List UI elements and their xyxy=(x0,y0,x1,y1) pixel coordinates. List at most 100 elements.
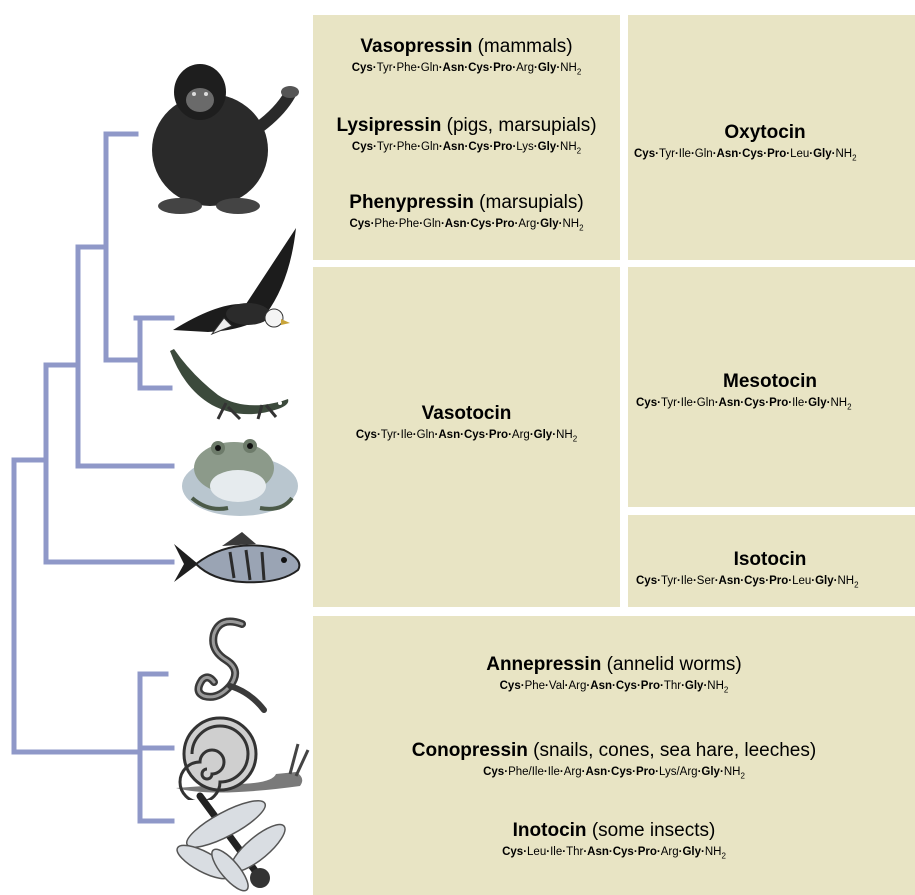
isotocin-panel: Isotocin Cys·Tyr·Ile·Ser·Asn·Cys·Pro·Leu… xyxy=(628,515,915,607)
amino-acid-residue: Tyr xyxy=(660,575,677,587)
peptide-bond-dot: · xyxy=(562,846,567,858)
amino-acid-residue: Pro xyxy=(493,141,513,153)
peptide-bond-dot: · xyxy=(460,429,464,441)
peptide-bond-dot: · xyxy=(489,141,494,153)
peptide-bond-dot: · xyxy=(765,575,770,587)
amino-acid-residue: NH xyxy=(830,397,848,409)
hormone-taxa: (annelid worms) xyxy=(606,654,742,675)
amino-acid-residue: Cys xyxy=(744,575,766,587)
peptide-bond-dot: · xyxy=(533,62,538,74)
peptide-bond-dot: · xyxy=(765,397,770,409)
amino-acid-residue: Asn xyxy=(585,766,608,778)
amino-acid-residue: Cys xyxy=(615,680,637,692)
amino-acid-residue: Gly xyxy=(813,148,832,160)
amide-subscript: 2 xyxy=(740,771,745,781)
amide-subscript: 2 xyxy=(721,851,726,861)
peptide-bond-dot: · xyxy=(440,218,445,230)
amino-acid-residue: Lys/Arg xyxy=(659,766,698,778)
gorilla-icon xyxy=(152,64,299,214)
tree-root xyxy=(11,457,143,755)
amino-acid-residue: Pro xyxy=(769,397,789,409)
peptide-bond-dot: · xyxy=(583,846,588,858)
peptide-bond-dot: · xyxy=(692,397,697,409)
peptide-bond-dot: · xyxy=(464,141,469,153)
amino-acid-residue: Thr xyxy=(663,680,682,692)
worm-icon xyxy=(194,617,267,713)
peptide-bond-dot: · xyxy=(556,141,561,153)
amino-acid-residue: Cys xyxy=(744,397,766,409)
amino-acid-residue: NH xyxy=(835,148,853,160)
amino-acid-residue: Pro xyxy=(767,148,787,160)
amino-acid-residue: Cys xyxy=(634,148,656,160)
amino-acid-residue: Cys xyxy=(351,62,373,74)
hormone-name: Mesotocin xyxy=(723,371,817,392)
amino-acid-residue: Arg xyxy=(563,766,582,778)
peptide-bond-dot: · xyxy=(826,397,831,409)
amino-acid-residue: Tyr xyxy=(658,148,675,160)
peptide-bond-dot: · xyxy=(655,148,659,160)
peptide-bond-dot: · xyxy=(608,846,613,858)
amino-acid-residue: Gly xyxy=(537,141,557,153)
peptide-bond-dot: · xyxy=(804,397,809,409)
hormone-taxa: (mammals) xyxy=(477,36,573,57)
inotocin-entry: Inotocin (some insects) Cys·Leu·Ile·Thr·… xyxy=(313,820,915,864)
amino-acid-residue: Ile xyxy=(680,575,693,587)
peptide-bond-dot: · xyxy=(831,148,836,160)
peptide-bond-dot: · xyxy=(809,148,814,160)
hormone-taxa: (pigs, marsupials) xyxy=(446,115,597,136)
oxytocin-entry: Oxytocin Cys·Tyr·Ile·Gln·Asn·Cys·Pro·Leu… xyxy=(628,122,915,166)
amino-acid-residue: NH xyxy=(837,575,855,587)
peptide-bond-dot: · xyxy=(556,62,561,74)
peptide-bond-dot: · xyxy=(703,680,708,692)
invertebrate-panel: Annepressin (annelid worms) Cys·Phe·Val·… xyxy=(313,616,915,895)
peptide-bond-dot: · xyxy=(633,846,638,858)
amino-acid-residue: Asn xyxy=(718,397,741,409)
peptide-bond-dot: · xyxy=(581,766,586,778)
amino-acid-residue: Gly xyxy=(540,218,559,230)
peptide-bond-dot: · xyxy=(491,218,496,230)
peptide-bond-dot: · xyxy=(392,141,397,153)
peptide-bond-dot: · xyxy=(657,575,661,587)
amino-acid-residue: Gln xyxy=(423,218,441,230)
peptide-bond-dot: · xyxy=(558,218,563,230)
amino-acid-residue: NH xyxy=(560,141,577,153)
peptide-sequence: Cys·Tyr·Ile·Ser·Asn·Cys·Pro·Leu·Gly·NH2 xyxy=(628,573,915,593)
amino-acid-residue: Gly xyxy=(701,766,720,778)
hormone-name: Phenypressin xyxy=(349,192,474,213)
amino-acid-residue: Pro xyxy=(488,429,509,441)
peptide-bond-dot: · xyxy=(607,766,612,778)
peptide-bond-dot: · xyxy=(788,397,793,409)
peptide-bond-dot: · xyxy=(545,680,549,692)
amino-acid-residue: Cys xyxy=(468,141,490,153)
tree-branch-invertebrates xyxy=(137,671,175,824)
amide-subscript: 2 xyxy=(576,67,582,77)
hormone-name: Vasotocin xyxy=(421,403,512,424)
amino-acid-residue: Gly xyxy=(537,62,557,74)
amide-subscript: 2 xyxy=(579,223,584,233)
amino-acid-residue: Asn xyxy=(442,62,465,74)
amino-acid-residue: Leu xyxy=(792,575,812,587)
peptide-bond-dot: · xyxy=(546,846,551,858)
snail-icon xyxy=(176,716,310,800)
peptide-bond-dot: · xyxy=(543,766,548,778)
peptide-bond-dot: · xyxy=(586,680,591,692)
amino-acid-residue: Gln xyxy=(421,141,439,153)
isotocin-entry: Isotocin Cys·Tyr·Ile·Ser·Asn·Cys·Pro·Leu… xyxy=(628,549,915,593)
peptide-sequence: Cys·Tyr·Phe·Gln·Asn·Cys·Pro·Lys·Gly·NH2 xyxy=(313,139,620,159)
amino-acid-residue: Phe/Ile xyxy=(508,766,544,778)
hormone-name: Oxytocin xyxy=(724,122,806,143)
peptide-bond-dot: · xyxy=(712,148,717,160)
peptide-bond-dot: · xyxy=(394,218,399,230)
peptide-bond-dot: · xyxy=(464,62,469,74)
peptide-bond-dot: · xyxy=(655,766,660,778)
amino-acid-residue: Val xyxy=(548,680,565,692)
mesotocin-panel: Mesotocin Cys·Tyr·Ile·Gln·Asn·Cys·Pro·Il… xyxy=(628,267,915,507)
eagle-icon xyxy=(173,228,296,336)
amino-acid-residue: Gly xyxy=(808,397,827,409)
amino-acid-residue: Cys xyxy=(468,62,490,74)
amino-acid-residue: Thr xyxy=(566,846,584,858)
vasopressin-entry: Vasopressin (mammals) Cys·Tyr·Phe·Gln·As… xyxy=(313,36,620,80)
peptide-bond-dot: · xyxy=(412,429,417,441)
peptide-bond-dot: · xyxy=(485,429,489,441)
